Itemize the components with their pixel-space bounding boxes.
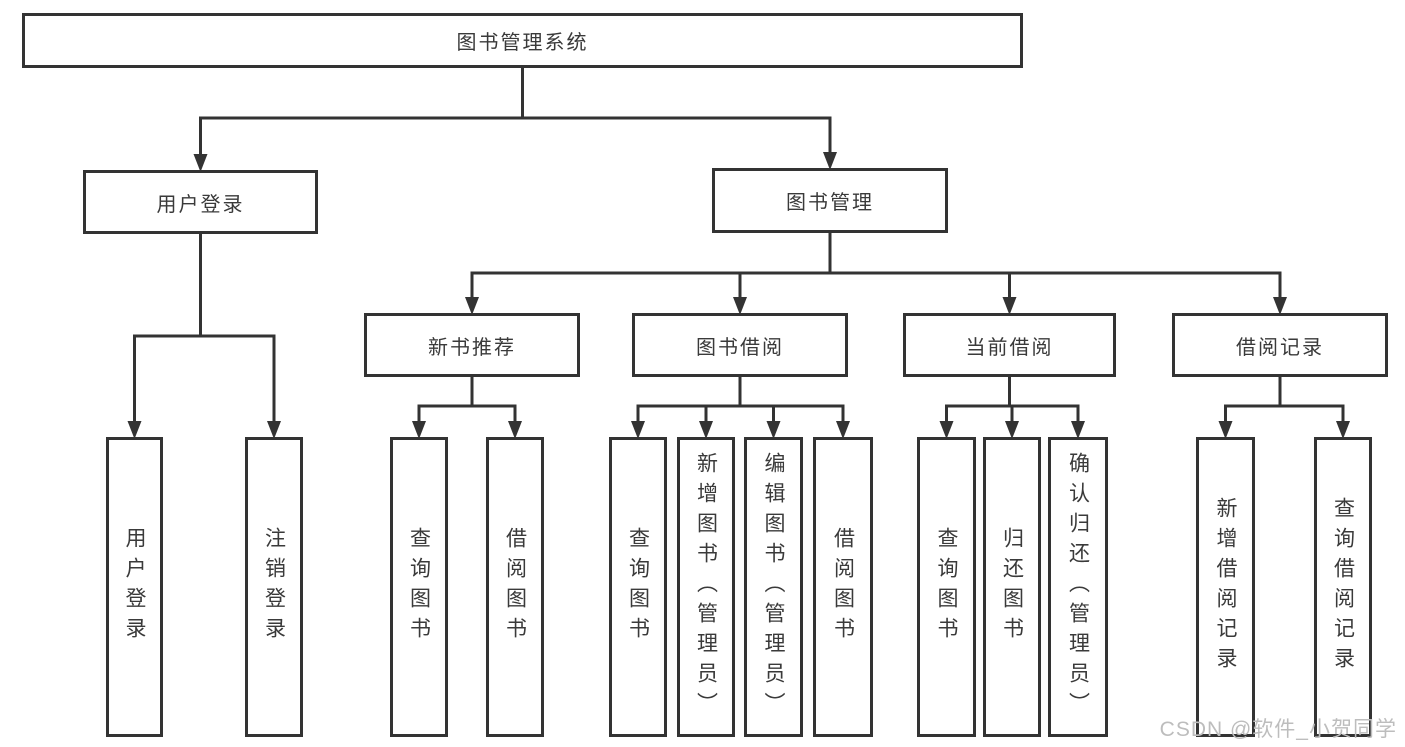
- node-label: 查询图书: [935, 527, 958, 647]
- node-label: 新书推荐: [428, 336, 516, 359]
- edges-book-management-branch: [465, 231, 1287, 315]
- node-root: 图书管理系统: [22, 13, 1023, 68]
- node-user-login: 用户登录: [106, 437, 163, 737]
- node-borrowing-records: 借阅记录: [1172, 313, 1388, 377]
- node-borrowing-add-books: 新增图书（管理员）: [677, 437, 735, 737]
- edges-root: [193, 66, 837, 172]
- arrowhead-icon: [193, 154, 208, 172]
- node-label: 归还图书: [1000, 527, 1024, 647]
- arrowhead-icon: [836, 421, 850, 439]
- node-records-add-record: 新增借阅记录: [1196, 437, 1255, 737]
- node-book-borrowing: 图书借阅: [632, 313, 848, 377]
- node-label: 确认归还（管理员）: [1066, 452, 1090, 722]
- node-label: 查询图书: [407, 527, 431, 647]
- arrowhead-icon: [508, 421, 522, 439]
- arrowhead-icon: [823, 152, 837, 170]
- edges-book-borrowing: [631, 375, 850, 439]
- node-label: 新增借阅记录: [1214, 497, 1237, 677]
- arrowhead-icon: [733, 297, 747, 315]
- node-label: 用户登录: [123, 527, 146, 647]
- arrowhead-icon: [127, 421, 142, 439]
- node-label: 用户登录: [156, 193, 245, 216]
- edges-current-borrowing: [939, 375, 1085, 439]
- node-borrowing-edit-books: 编辑图书（管理员）: [744, 437, 803, 737]
- node-label: 新增图书（管理员）: [694, 452, 718, 722]
- node-label: 借阅图书: [503, 527, 527, 647]
- arrowhead-icon: [1336, 421, 1350, 439]
- arrowhead-icon: [1273, 297, 1287, 315]
- node-borrowing-borrow-books: 借阅图书: [813, 437, 873, 737]
- node-label: 查询图书: [626, 527, 650, 647]
- node-label: 编辑图书（管理员）: [762, 452, 785, 722]
- node-label: 图书管理: [786, 192, 874, 214]
- node-label: 借阅图书: [831, 527, 855, 647]
- node-current-return-books: 归还图书: [983, 437, 1041, 737]
- node-label: 图书管理系统: [456, 32, 589, 54]
- arrowhead-icon: [631, 421, 645, 439]
- arrowhead-icon: [766, 421, 781, 439]
- node-user-login-branch: 用户登录: [83, 170, 318, 234]
- arrowhead-icon: [699, 421, 713, 439]
- arrowhead-icon: [939, 421, 954, 439]
- arrowhead-icon: [1005, 421, 1019, 439]
- node-label: 查询借阅记录: [1331, 497, 1355, 677]
- arrowhead-icon: [1218, 421, 1233, 439]
- arrowhead-icon: [267, 421, 281, 439]
- node-new-book-recommend: 新书推荐: [364, 313, 580, 377]
- node-label: 注销登录: [262, 527, 286, 647]
- arrowhead-icon: [412, 421, 426, 439]
- arrowhead-icon: [1071, 421, 1085, 439]
- node-recommend-query-books: 查询图书: [390, 437, 448, 737]
- node-recommend-borrow-books: 借阅图书: [486, 437, 544, 737]
- node-current-borrowing: 当前借阅: [903, 313, 1116, 377]
- edges-borrowing-records: [1218, 375, 1350, 439]
- node-book-management-branch: 图书管理: [712, 168, 948, 233]
- watermark: CSDN @软件_小贺同学: [1159, 718, 1397, 741]
- node-current-confirm-return: 确认归还（管理员）: [1048, 437, 1108, 737]
- arrowhead-icon: [465, 297, 479, 315]
- edges-new-book-recommend: [412, 375, 522, 439]
- node-borrowing-query-books: 查询图书: [609, 437, 667, 737]
- arrowhead-icon: [1002, 297, 1017, 315]
- node-label: 借阅记录: [1236, 336, 1324, 359]
- node-current-query-books: 查询图书: [917, 437, 976, 737]
- node-label: 图书借阅: [696, 336, 784, 359]
- node-label: 当前借阅: [965, 336, 1054, 359]
- node-records-query-record: 查询借阅记录: [1314, 437, 1372, 737]
- node-logout-login: 注销登录: [245, 437, 303, 737]
- edges-user-login-branch: [127, 232, 281, 439]
